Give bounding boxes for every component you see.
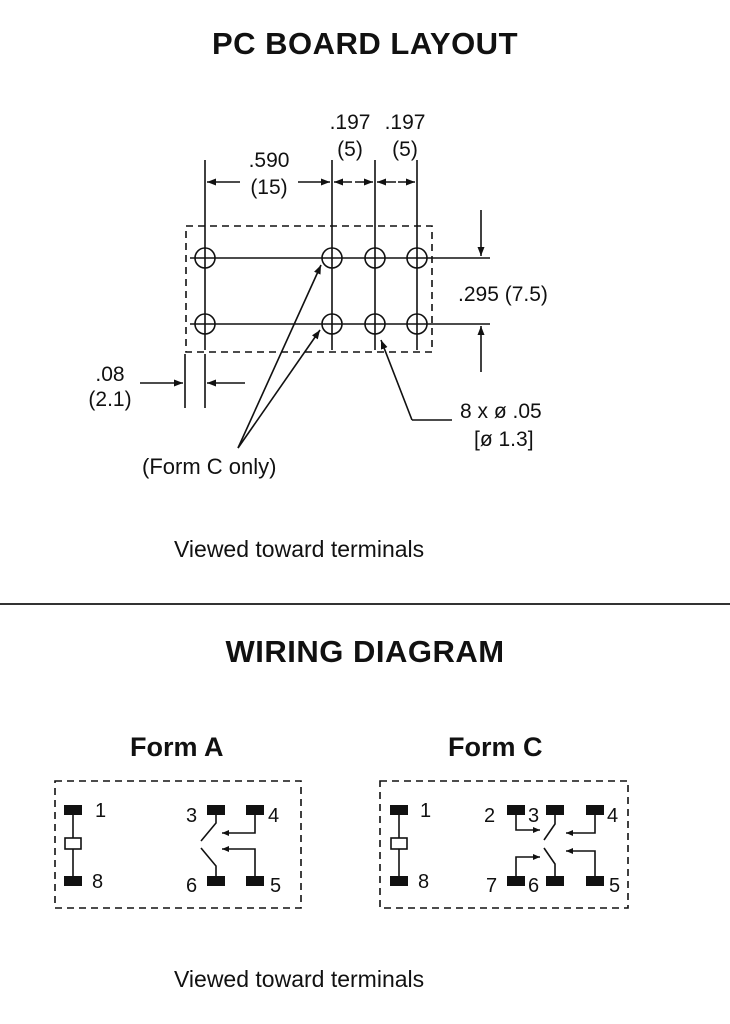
wiring-diagram-title: WIRING DIAGRAM (225, 634, 505, 669)
pin-label-4: 4 (268, 805, 279, 827)
form-a-diagram: 1 8 3 4 6 5 (54, 780, 302, 909)
dim-197a-mm-label: (5) (337, 138, 363, 161)
pin-5 (586, 876, 604, 886)
pin-6 (546, 876, 564, 886)
pin-label-8: 8 (418, 871, 429, 893)
pin-6 (207, 876, 225, 886)
dim-08-mm-label: (2.1) (88, 388, 131, 411)
pcb-layout-title: PC BOARD LAYOUT (211, 26, 519, 61)
hole-spec-label: 8 x ø .05 (460, 400, 542, 423)
form-c-only-label: (Form C only) (142, 454, 276, 479)
dim-08-label: .08 (95, 363, 124, 386)
dim-197b-mm-label: (5) (392, 138, 418, 161)
pin-label-1: 1 (420, 800, 431, 822)
pin-label-8: 8 (92, 871, 103, 893)
pin-2 (507, 805, 525, 815)
pin-label-5: 5 (609, 875, 620, 897)
pin-label-6: 6 (186, 875, 197, 897)
pin-label-7: 7 (486, 875, 497, 897)
pin-label-3: 3 (528, 805, 539, 827)
coil (390, 837, 408, 850)
form-a-label: Form A (130, 732, 224, 762)
pcb-layout-drawing: .590 (15) .197 (5) .197 (5) .295 (7.5) .… (88, 111, 548, 479)
pin-label-3: 3 (186, 805, 197, 827)
pin-label-2: 2 (484, 805, 495, 827)
pin-4 (586, 805, 604, 815)
pin-label-5: 5 (270, 875, 281, 897)
form-c-leader (237, 264, 322, 449)
pin-3 (546, 805, 564, 815)
pin-label-1: 1 (95, 800, 106, 822)
pcb-viewed-note: Viewed toward terminals (174, 536, 425, 562)
form-c-outline (379, 780, 629, 909)
form-c-label: Form C (448, 732, 543, 762)
hole-spec-mm-label: [ø 1.3] (474, 428, 534, 451)
coil (64, 837, 82, 850)
pin-8 (64, 876, 82, 886)
dim-590-mm-label: (15) (250, 176, 287, 199)
dim-295-label: .295 (7.5) (458, 283, 548, 306)
section-divider (0, 603, 730, 605)
board-outline (185, 225, 433, 353)
pin-7 (507, 876, 525, 886)
pin-1 (390, 805, 408, 815)
form-a-outline (54, 780, 302, 909)
dim-197a-label: .197 (330, 111, 371, 134)
dim-590-label: .590 (249, 149, 290, 172)
dim-197b-label: .197 (385, 111, 426, 134)
pin-4 (246, 805, 264, 815)
pin-8 (390, 876, 408, 886)
form-c-diagram: 1 8 2 3 4 7 6 5 (379, 780, 629, 909)
pin-3 (207, 805, 225, 815)
pin-1 (64, 805, 82, 815)
wiring-viewed-note: Viewed toward terminals (174, 966, 425, 992)
holes (194, 247, 428, 335)
pin-5 (246, 876, 264, 886)
pin-label-4: 4 (607, 805, 618, 827)
pin-label-6: 6 (528, 875, 539, 897)
